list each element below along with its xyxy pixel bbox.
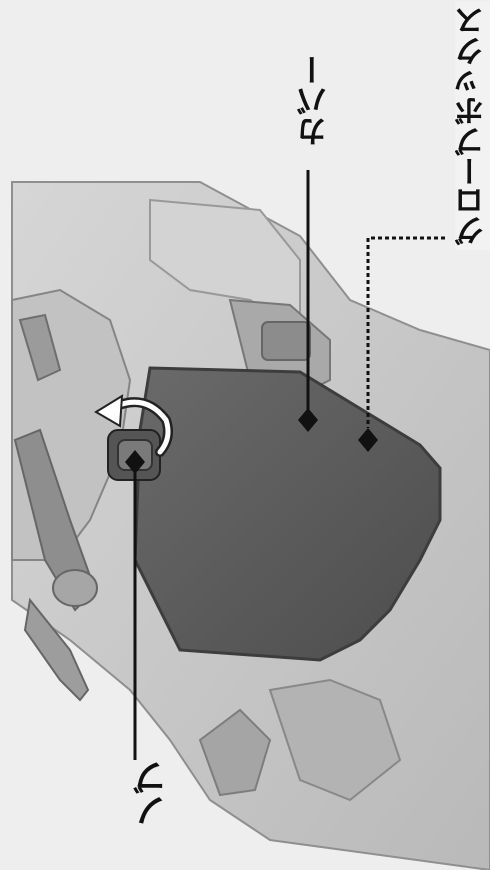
knob-label: ノブ xyxy=(133,760,173,828)
curved-arrow-icon xyxy=(94,394,173,457)
leader-cover xyxy=(298,170,318,432)
cover-label: カバー xyxy=(297,52,333,149)
leader-glovebox xyxy=(358,236,445,452)
glove-box-label: グローブボックス xyxy=(455,2,490,250)
brake-lever xyxy=(23,597,90,702)
leader-knob xyxy=(125,450,145,760)
